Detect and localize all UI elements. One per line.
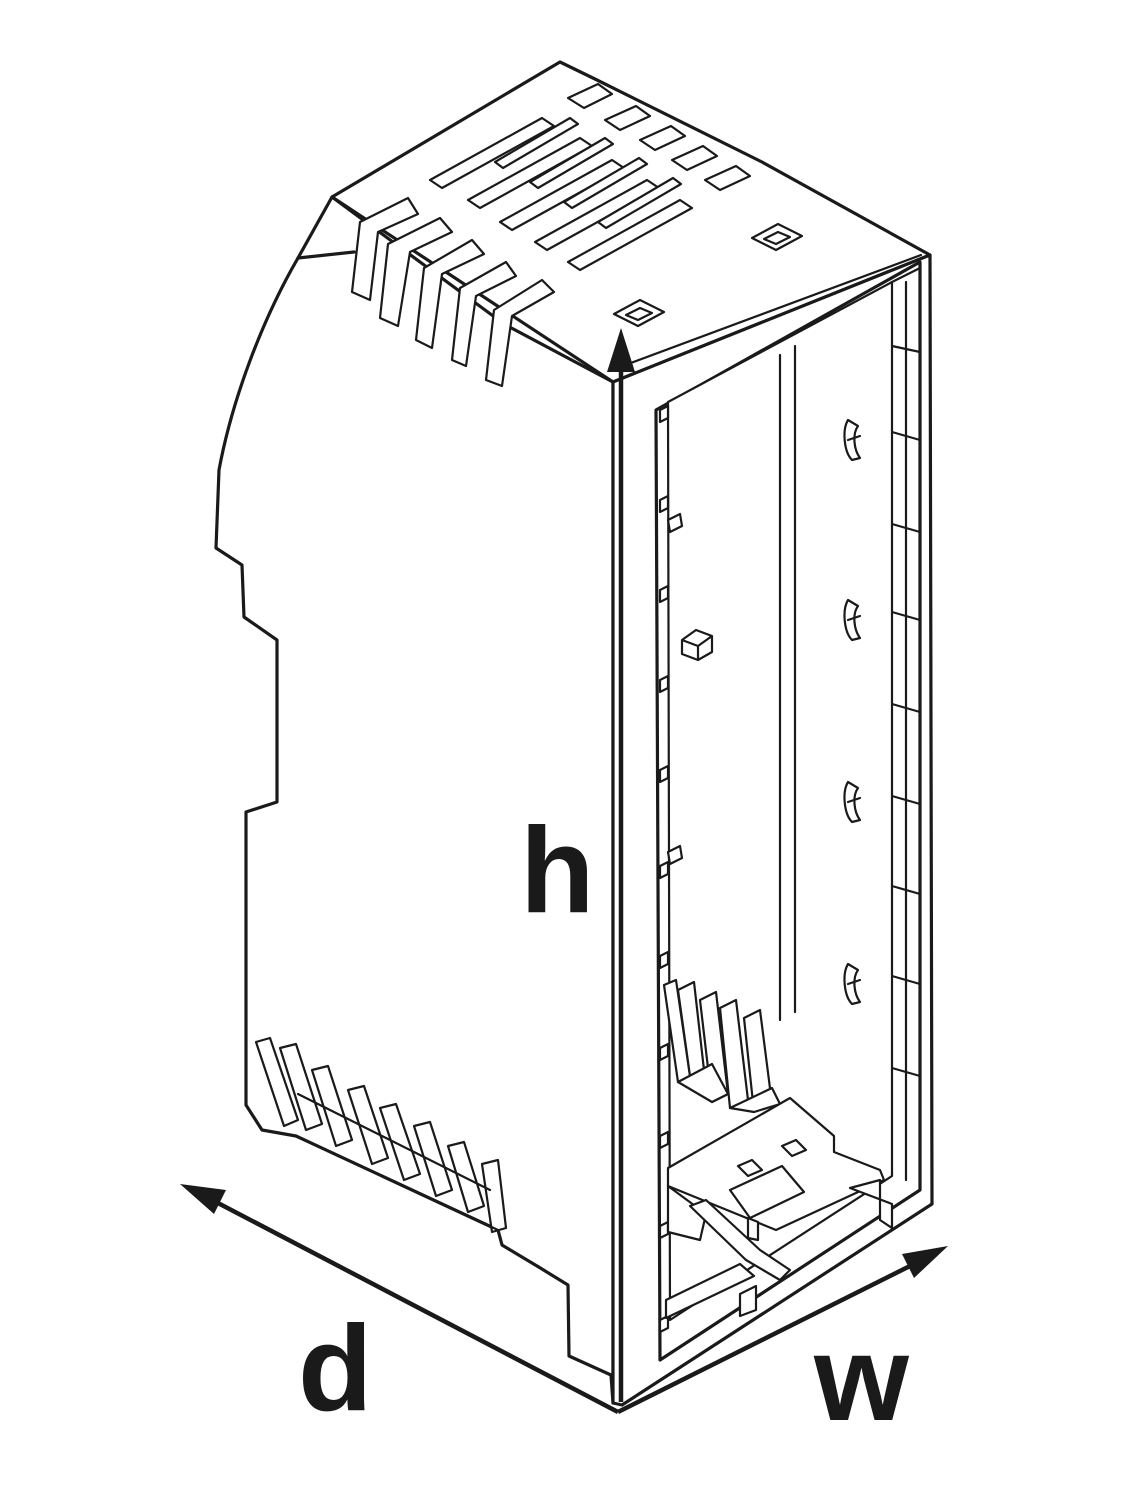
bottom-connector-tray: [664, 1096, 894, 1320]
top-square-openings: [612, 222, 804, 328]
left-side-wall: [214, 195, 615, 1405]
top-rear-ridge: [566, 82, 752, 192]
bottom-vent-latches: [254, 1036, 508, 1234]
small-cube: [680, 628, 714, 662]
hook-clips: [843, 418, 862, 1006]
side-wall-top-rim: [296, 250, 356, 260]
width-dimension-arrow: [616, 1246, 948, 1415]
depth-label: d: [298, 1300, 373, 1436]
height-dimension-arrow: [607, 328, 635, 1402]
top-face-inner-rim: [610, 253, 923, 372]
height-label: h: [520, 802, 595, 938]
inner-bottom-ribs: [662, 978, 782, 1114]
depth-dimension-arrow: [180, 1184, 620, 1414]
left-rail-notches: [658, 404, 670, 1334]
bottom-step-line: [536, 1264, 568, 1286]
top-vent-slots: [428, 116, 694, 272]
width-label: w: [813, 1310, 910, 1446]
right-rail-slots: [890, 266, 922, 1182]
top-front-latches: [350, 196, 556, 388]
